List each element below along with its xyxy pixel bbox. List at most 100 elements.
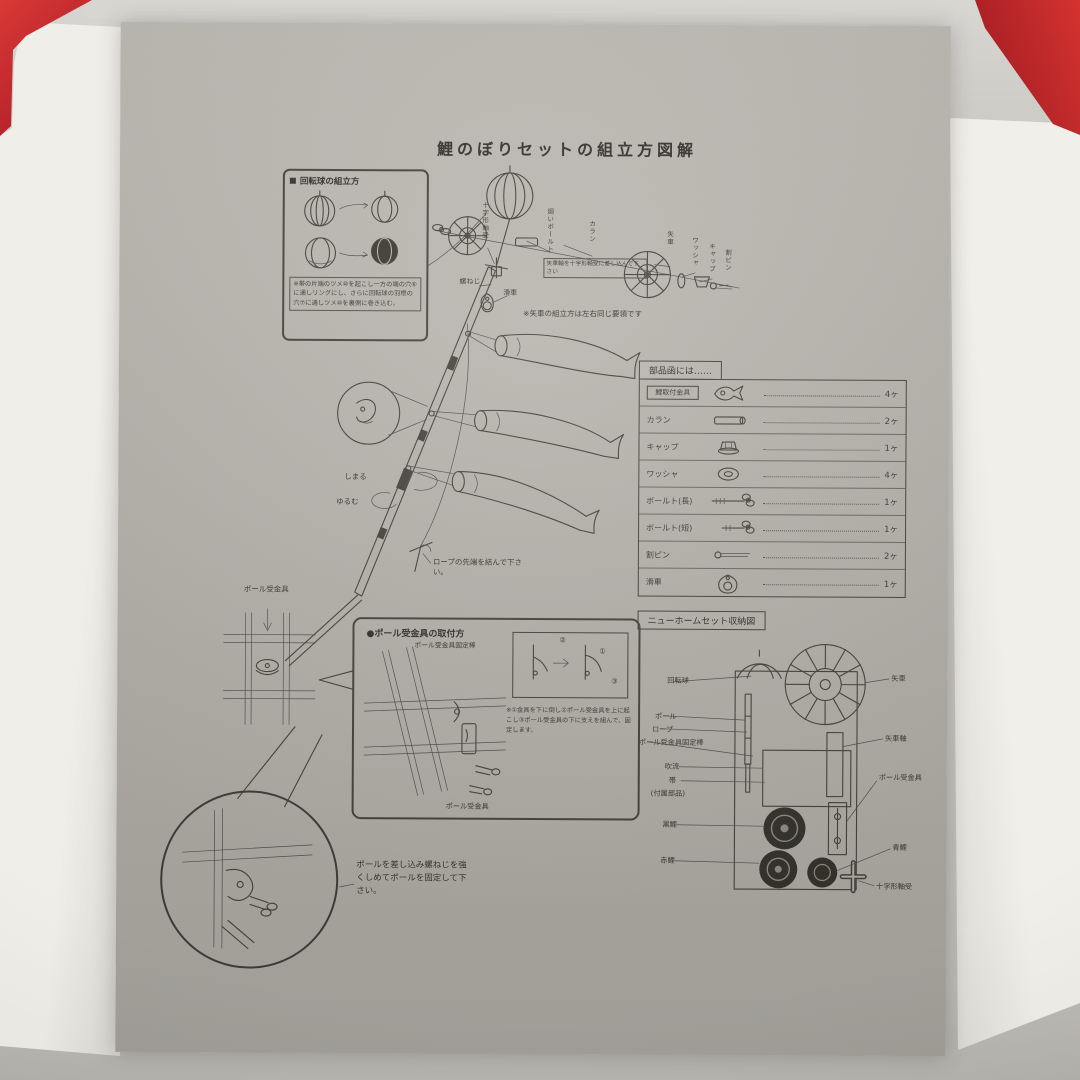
part-qty: 1ヶ: [883, 579, 898, 590]
part-name: 割ピン: [645, 550, 670, 560]
step-number: ②: [559, 636, 566, 645]
parts-list: 部品函には…… 鯉取付金具 4ヶ カラン 2ヶ: [637, 359, 907, 598]
pulley-label: 滑車: [503, 288, 518, 297]
cross-bearing: [484, 257, 508, 279]
bracket-box-note: ※①金具を下に倒し②ポール受金具を上に起こし③ポール受金具の下に支えを組んで、固…: [505, 706, 631, 734]
storage-label-cross-bearing: 十字形軸受: [876, 881, 913, 891]
pole-drawing: [354, 266, 496, 597]
table-row: ボールト(長) 1ヶ: [639, 487, 906, 516]
pole-bracket-label: ポール受金具: [243, 584, 289, 594]
storage-label-yaguruma: 矢車: [891, 673, 906, 683]
yaguruma-label: 矢車: [665, 230, 674, 246]
part-name: ボールト(長): [646, 496, 693, 506]
storage-cross-bearing: [839, 860, 867, 894]
bolt-label: 廻いボールト: [545, 208, 554, 254]
part-name: ボールト(短): [646, 523, 693, 533]
split-pin-label: 割ピン: [723, 248, 732, 272]
cap-label: キャップ: [707, 242, 716, 273]
pole-fixing-drawing: [182, 808, 313, 950]
table-row: 滑車 1ヶ: [639, 569, 905, 597]
table-row: ワッシャ 4ヶ: [639, 460, 906, 489]
carp-clip-icon: [714, 385, 744, 401]
karan-label: カラン: [587, 220, 596, 243]
storage-label-pole: ポール: [655, 711, 677, 721]
clip-magnifier-drawing: [337, 381, 428, 445]
table-row: ボールト(短) 1ヶ: [638, 514, 906, 543]
pulley-drawing: [480, 293, 494, 313]
dotted-leader: [763, 520, 880, 532]
part-qty: 1ヶ: [884, 524, 899, 535]
part-name: 滑車: [645, 577, 662, 587]
storage-label-red-carp: 赤鯉: [660, 855, 675, 865]
dotted-leader: [763, 466, 880, 478]
yaguruma-same-note: ※矢車の組立方は左右同じ要領です: [523, 308, 642, 319]
carp-drawing-1: [465, 330, 641, 380]
rotating-ball-steps-drawing: [304, 190, 399, 269]
ball-box-leader: [428, 213, 486, 266]
screw-label: 螺ねじ: [459, 277, 481, 286]
rotating-ball-box-title: 回転球の組立方: [299, 176, 360, 188]
storage-title: ニューホームセット収納図: [637, 610, 766, 631]
washer-icon: [717, 467, 739, 481]
part-qty: 2ヶ: [883, 551, 898, 562]
rope-drawing: [409, 323, 469, 572]
storage-label-accessories: (付属部品): [650, 788, 686, 798]
storage-bracket-slot: [827, 802, 848, 856]
box-edge-right: [950, 118, 1080, 1050]
karan-icon: [714, 416, 746, 425]
storage-label-blue-carp: 青鯉: [892, 842, 907, 852]
storage-label-shaft: 矢車軸: [884, 733, 907, 743]
dotted-leader: [763, 439, 880, 451]
rotating-ball-drawing: [486, 165, 534, 267]
parts-table: 鯉取付金具 4ヶ カラン 2ヶ キャップ: [637, 378, 907, 598]
split-pin-icon: [714, 551, 750, 559]
storage-rotating-ball: [736, 649, 782, 679]
parts-list-title: 部品函には……: [638, 360, 722, 380]
carp-drawing-3: [405, 465, 600, 534]
table-row: 鯉取付金具 4ヶ: [639, 379, 906, 408]
carp-drawing-2: [428, 409, 625, 459]
storage-label-streamer: 吹流: [664, 761, 680, 771]
rotating-ball-box: 回転球の組立方 ※帯の片端のツメ⑩を起こし一方の端の穴⑥に通しリングにし、さらに…: [282, 168, 429, 342]
storage-pole: [744, 693, 752, 793]
part-qty: 1ヶ: [884, 443, 899, 454]
part-name: ワッシャ: [646, 469, 679, 479]
storage-label-bracket: ポール受金具: [878, 772, 922, 783]
storage-label-rotating-ball: 回転球: [667, 675, 689, 685]
cap-icon: [717, 441, 740, 455]
cross-bearing-label: 十字形軸受: [480, 201, 489, 240]
pole-fixing-detail-circle: [159, 790, 339, 969]
storage-blue-carp: [807, 857, 838, 888]
storage-red-carp: [759, 850, 798, 889]
tighten-label: しまる: [344, 472, 367, 482]
storage-diagram: ニューホームセット収納図: [636, 609, 928, 916]
part-name: カラン: [646, 415, 671, 425]
assembly-illustration: [223, 165, 740, 888]
table-row: 割ピン 2ヶ: [638, 541, 905, 570]
pulley-icon: [718, 573, 738, 594]
part-qty: 2ヶ: [884, 416, 899, 427]
dotted-leader: [762, 575, 879, 586]
loosen-label: ゆるむ: [336, 496, 359, 507]
long-bolt-icon: [711, 493, 755, 507]
storage-leaders: [646, 675, 891, 887]
step-number: ①: [599, 647, 606, 656]
bullet-square: [289, 177, 296, 184]
label-leaders: [339, 240, 729, 888]
tighten-loosen-arrows: [371, 471, 438, 509]
short-bolt-icon: [721, 520, 755, 534]
yaguruma-left: [448, 216, 488, 256]
washer-label: ワッシャ: [690, 236, 699, 267]
dotted-leader: [763, 493, 880, 505]
dotted-leader: [763, 385, 880, 397]
storage-shaft-slot: [826, 731, 844, 798]
rope-note: ロープの先端を結んで下さい。: [432, 557, 523, 577]
part-name: 鯉取付金具: [646, 385, 699, 400]
step-number: ③: [611, 677, 618, 686]
storage-label-rope: ロープ: [651, 724, 674, 734]
rotating-ball-note: ※帯の片端のツメ⑩を起こし一方の端の穴⑥に通しリングにし、さらに回転球の羽根の穴…: [289, 276, 422, 312]
bracket-attachment-box: ●ポール受金具の取付方 ポール受金具固定棒: [351, 617, 641, 821]
storage-label-black-carp: 黒鯉: [662, 819, 677, 829]
shaft-note: 矢車軸を十字形軸受に差し込んで下さい: [543, 258, 648, 279]
